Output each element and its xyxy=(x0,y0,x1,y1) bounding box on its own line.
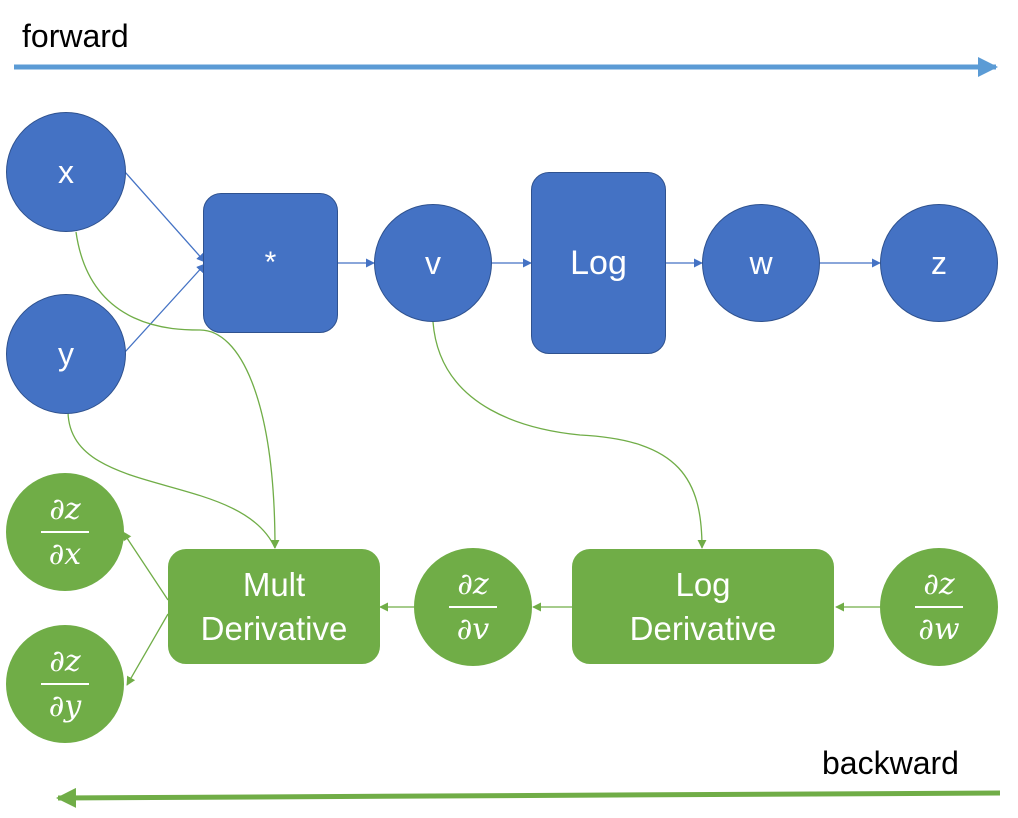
node-dz-dy: ∂z ∂y xyxy=(6,625,124,743)
forward-label: forward xyxy=(22,18,129,54)
mult-derivative-line-1: Mult xyxy=(242,565,306,603)
numerator: ∂z xyxy=(457,566,489,602)
numerator: ∂z xyxy=(49,643,81,679)
log-derivative-line-2: Derivative xyxy=(629,609,777,647)
node-multiply-label: * xyxy=(264,246,277,279)
denominator: ∂x xyxy=(48,536,82,572)
node-multiply: * xyxy=(203,193,338,333)
edge-y-to-mult xyxy=(124,263,206,353)
numerator: ∂z xyxy=(49,491,81,527)
fraction-dz-dw: ∂z ∂w xyxy=(915,567,963,648)
node-dz-dv: ∂z ∂v xyxy=(414,548,532,666)
edge-mult-derivative-to-dzdy xyxy=(126,613,169,686)
fraction-bar xyxy=(41,530,89,533)
fraction-bar xyxy=(915,605,963,608)
node-z: z xyxy=(880,204,998,322)
node-y: y xyxy=(6,294,126,414)
mult-derivative-line-2: Derivative xyxy=(200,609,348,647)
node-v: v xyxy=(374,204,492,322)
node-log-derivative: Log Derivative xyxy=(572,549,834,664)
edge-y-to-mult-derivative xyxy=(67,411,276,549)
numerator: ∂z xyxy=(923,566,955,602)
backward-arrow xyxy=(56,787,1001,808)
fraction-bar xyxy=(41,682,89,685)
backward-label: backward xyxy=(822,745,959,781)
node-y-label: y xyxy=(58,335,74,372)
node-x: x xyxy=(6,112,126,232)
fraction-bar xyxy=(449,605,497,608)
denominator: ∂v xyxy=(456,611,490,647)
fraction-dz-dx: ∂z ∂x xyxy=(41,492,89,573)
node-mult-derivative: Mult Derivative xyxy=(168,549,380,664)
node-x-label: x xyxy=(58,153,74,190)
edge-x-to-mult-derivative xyxy=(75,231,280,549)
fraction-dz-dy: ∂z ∂y xyxy=(41,644,89,725)
node-w: w xyxy=(702,204,820,322)
fraction-dz-dv: ∂z ∂v xyxy=(449,567,497,648)
node-w-label: w xyxy=(749,244,773,281)
node-dz-dx: ∂z ∂x xyxy=(6,473,124,591)
denominator: ∂y xyxy=(48,688,82,724)
node-log: Log xyxy=(531,172,666,354)
denominator: ∂w xyxy=(918,611,960,647)
edge-v-to-log-derivative xyxy=(432,321,707,549)
node-v-label: v xyxy=(425,244,441,281)
node-dz-dw: ∂z ∂w xyxy=(880,548,998,666)
node-z-label: z xyxy=(931,244,947,281)
node-log-label: Log xyxy=(570,243,627,282)
edge-mult-derivative-to-dzdx xyxy=(122,531,169,601)
log-derivative-line-1: Log xyxy=(675,565,731,603)
edge-x-to-mult xyxy=(124,171,206,263)
